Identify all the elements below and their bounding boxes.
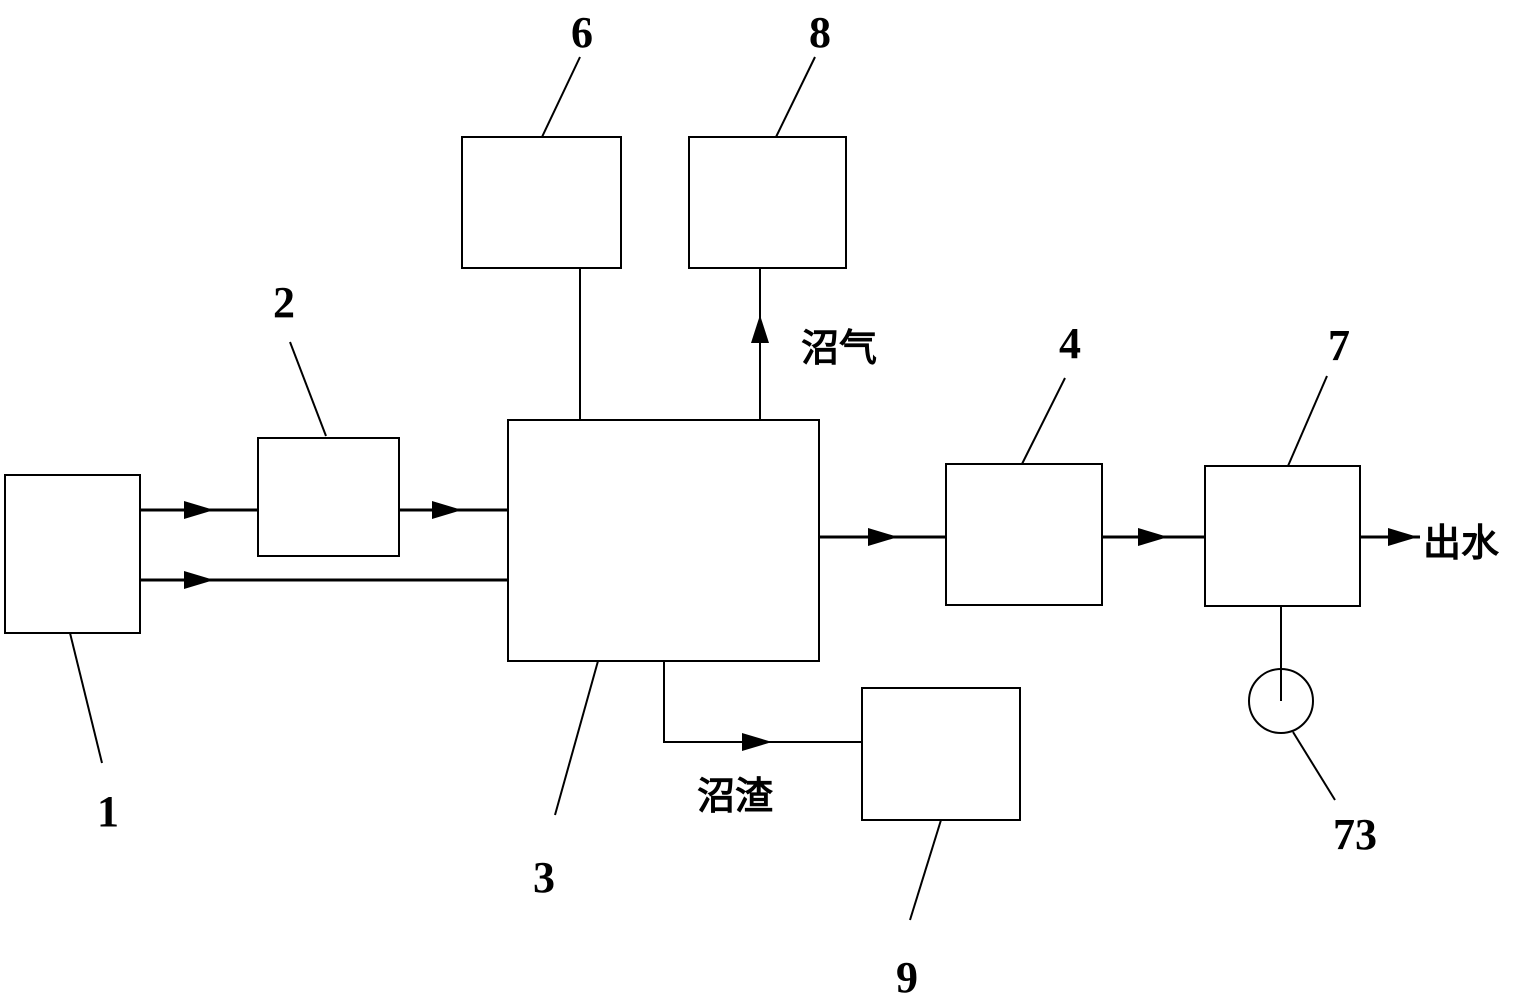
label-1: 1: [97, 787, 119, 836]
arrowhead: [1138, 528, 1168, 546]
leader-4: [1021, 377, 1066, 465]
label-8: 8: [809, 8, 831, 57]
leader-1: [69, 632, 103, 764]
label-9: 9: [896, 953, 918, 999]
unit-1-box: [4, 474, 141, 634]
arrowhead: [432, 501, 462, 519]
unit-9-box: [861, 687, 1021, 821]
arrowhead: [742, 733, 772, 751]
unit-3-box: [507, 419, 820, 662]
label-biogas: 沼气: [801, 326, 877, 370]
label-73: 73: [1333, 810, 1377, 859]
label-3: 3: [533, 853, 555, 902]
label-residue: 沼渣: [697, 774, 774, 818]
leader-3: [554, 660, 599, 816]
leader-8: [775, 56, 816, 138]
leader-6: [541, 56, 581, 138]
leader-2: [289, 341, 327, 437]
leader-9: [909, 819, 942, 921]
unit-4-box: [945, 463, 1103, 606]
label-effluent: 出水: [1423, 521, 1500, 565]
link-3-to-9: [663, 661, 862, 743]
unit-8-box: [688, 136, 847, 269]
unit-6-box: [461, 136, 622, 269]
label-4: 4: [1059, 319, 1081, 368]
label-2: 2: [273, 278, 295, 327]
arrowhead: [1388, 528, 1418, 546]
label-7: 7: [1328, 321, 1350, 370]
arrowhead: [184, 501, 214, 519]
leader-7: [1287, 375, 1328, 467]
arrowhead: [868, 528, 898, 546]
arrowhead: [184, 571, 214, 589]
unit-7-box: [1204, 465, 1361, 607]
leader-73: [1292, 731, 1336, 801]
unit-2-box: [257, 437, 400, 557]
arrowhead: [751, 315, 769, 343]
label-6: 6: [571, 8, 593, 57]
